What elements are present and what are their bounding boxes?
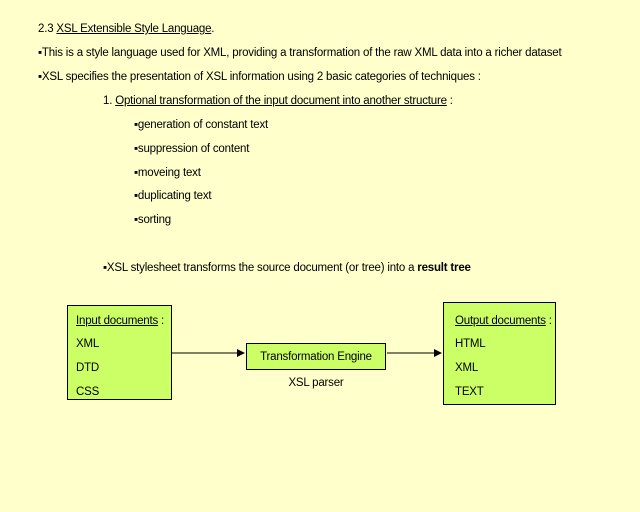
input-item: CSS — [76, 386, 100, 398]
bullet-text: XSL specifies the presentation of XSL in… — [41, 71, 481, 83]
engine-caption: XSL parser — [288, 377, 344, 389]
technique-item: ▪suppression of content — [134, 142, 249, 156]
bullet-marker: ▪ — [103, 262, 107, 274]
input-item: XML — [76, 338, 100, 350]
bullet-marker: ▪ — [134, 190, 138, 202]
input-item: DTD — [76, 362, 100, 374]
bullet-marker: ▪ — [38, 47, 42, 59]
input-documents-title: Input documents : — [76, 315, 165, 327]
technique-item: ▪duplicating text — [134, 189, 212, 203]
section-heading: 2.3 XSL Extensible Style Language. — [38, 22, 214, 36]
technique-item-text: sorting — [137, 214, 172, 226]
technique-trailing: : — [446, 95, 453, 107]
bullet-marker: ▪ — [134, 143, 138, 155]
bullet-marker: ▪ — [134, 167, 138, 179]
bullet-text: This is a style language used for XML, p… — [41, 47, 562, 59]
output-documents-box: Output documents : HTML XML TEXT — [443, 302, 556, 405]
bullet-xsl-description: ▪This is a style language used for XML, … — [38, 46, 562, 60]
technique-item: ▪moveing text — [134, 166, 201, 180]
output-item: XML — [455, 362, 479, 374]
heading-title: XSL Extensible Style Language — [56, 23, 212, 35]
output-documents-title: Output documents : — [455, 315, 552, 327]
technique-number: 1. — [103, 95, 113, 107]
heading-number: 2.3 — [38, 23, 54, 35]
stylesheet-text: XSL stylesheet transforms the source doc… — [106, 262, 418, 274]
heading-trailing: . — [211, 23, 215, 35]
bullet-marker: ▪ — [134, 214, 138, 226]
bullet-marker: ▪ — [38, 71, 42, 83]
technique-item-text: suppression of content — [137, 143, 250, 155]
technique-item-text: duplicating text — [137, 190, 212, 202]
engine-label: Transformation Engine — [260, 351, 372, 363]
output-item: TEXT — [455, 386, 484, 398]
technique-heading: 1. Optional transformation of the input … — [103, 94, 453, 108]
technique-item-text: moveing text — [137, 167, 201, 179]
stylesheet-result-tree: result tree — [417, 262, 471, 274]
technique-title: Optional transformation of the input doc… — [115, 95, 447, 107]
bullet-xsl-presentation: ▪XSL specifies the presentation of XSL i… — [38, 70, 481, 84]
bullet-stylesheet: ▪XSL stylesheet transforms the source do… — [103, 261, 471, 275]
technique-item-text: generation of constant text — [137, 119, 269, 131]
technique-item: ▪generation of constant text — [134, 118, 268, 132]
technique-item: ▪sorting — [134, 213, 171, 227]
output-item: HTML — [455, 338, 486, 350]
transformation-engine-box: Transformation Engine — [246, 343, 386, 370]
input-documents-box: Input documents : XML DTD CSS — [67, 305, 172, 400]
bullet-marker: ▪ — [134, 119, 138, 131]
